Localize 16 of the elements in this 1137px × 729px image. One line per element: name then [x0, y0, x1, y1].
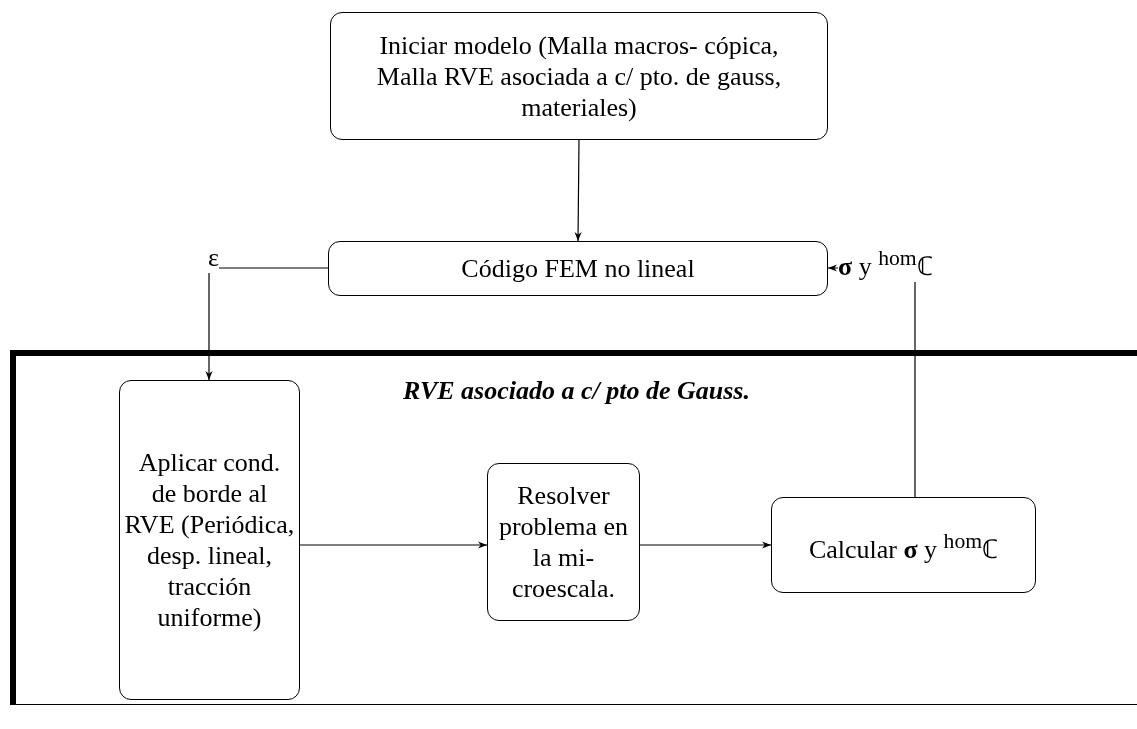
box-text: Calcular σ y $^{hom}$ℂ: [807, 527, 1000, 565]
box-text: Código FEM no lineal: [460, 253, 696, 284]
process-box: [487, 463, 640, 621]
box-text: Aplicar cond. de borde al RVE (Periódica, desp. lineal, tracción uniforme): [124, 447, 295, 633]
region-frame: [10, 350, 1137, 705]
box-text: Resolver problema en la mi- croescala.: [497, 480, 630, 604]
arrow: [639, 541, 772, 549]
arrow: [205, 267, 329, 381]
process-box: [330, 12, 828, 140]
region-title: RVE asociado a c/ pto de Gauss.: [402, 376, 751, 406]
process-box: [771, 497, 1036, 593]
box-text: Iniciar modelo (Malla macros- cópica, Malla RVE asociada a c/ pto. de gauss, materiales): [375, 29, 783, 123]
process-box: [119, 380, 300, 700]
process-box: [328, 241, 828, 296]
arrow: [574, 139, 582, 242]
arrow: [299, 541, 488, 549]
